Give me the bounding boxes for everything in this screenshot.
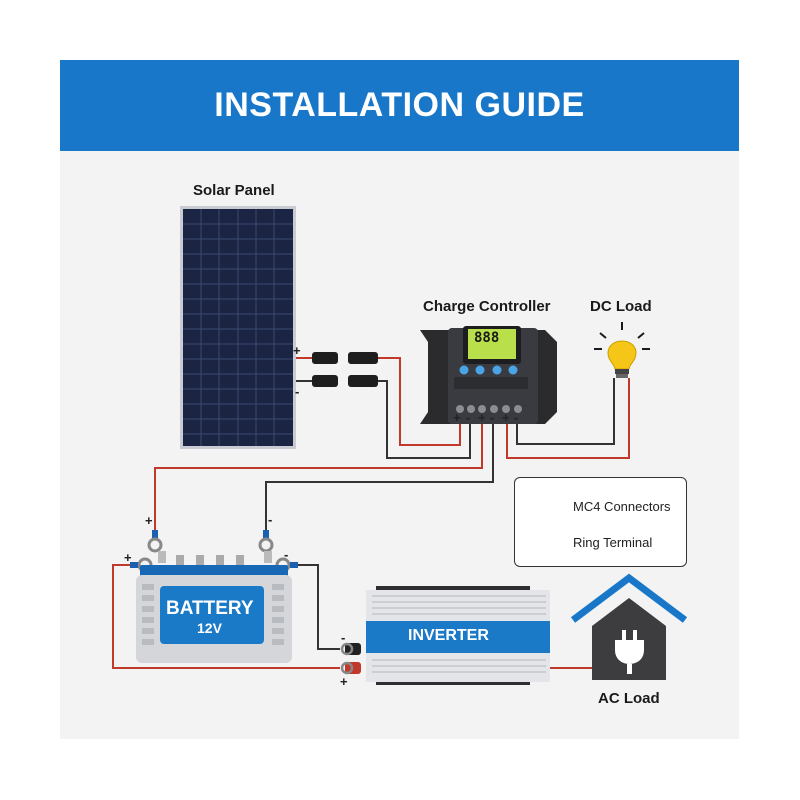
- wire-battery-negative: [265, 420, 494, 535]
- battery-minus-sign: -: [284, 547, 289, 562]
- legend: [514, 477, 687, 567]
- ring-minus-sign: -: [268, 512, 273, 527]
- wire-panel-positive: [385, 357, 461, 446]
- wire-panel-negative: [380, 380, 471, 459]
- wire-inverter-negative: [296, 564, 340, 650]
- controller-bat-minus: -: [490, 410, 495, 425]
- bulb-icon: [594, 322, 650, 378]
- wire-load-positive: [506, 378, 630, 459]
- charge-controller: [420, 326, 557, 424]
- inverter-label: INVERTER: [408, 627, 489, 644]
- house-icon: [570, 573, 688, 680]
- ring-terminal-positive: [147, 530, 163, 553]
- controller-load-plus: +: [502, 410, 510, 425]
- ac-load-label: AC Load: [598, 690, 660, 707]
- panel-minus-sign: -: [295, 384, 300, 399]
- wire-inverter-positive: [112, 564, 340, 669]
- wire-load-negative: [516, 378, 615, 445]
- controller-pv-plus: +: [453, 410, 461, 425]
- inverter: [340, 586, 550, 685]
- wire-battery-positive: [154, 420, 483, 535]
- panel-plus-sign: +: [293, 343, 301, 358]
- battery-plus-sign: +: [124, 550, 132, 565]
- battery: [136, 551, 292, 663]
- ring-terminal-negative: [258, 530, 274, 553]
- battery-label: BATTERY: [166, 598, 254, 619]
- inverter-plus-sign: +: [340, 674, 348, 689]
- controller-pv-minus: -: [466, 410, 471, 425]
- dc-load-label: DC Load: [590, 298, 652, 315]
- solar-panel-label: Solar Panel: [193, 182, 275, 199]
- controller-load-minus: -: [514, 410, 519, 425]
- mc4-connectors-panel: [296, 352, 385, 387]
- solar-panel: [180, 206, 296, 449]
- page-title: INSTALLATION GUIDE: [214, 86, 585, 124]
- battery-voltage: 12V: [197, 620, 222, 636]
- ring-plus-sign: +: [145, 513, 153, 528]
- controller-bat-plus: +: [478, 410, 486, 425]
- legend-ring-label: Ring Terminal: [573, 535, 653, 550]
- inverter-minus-sign: -: [341, 630, 346, 645]
- controller-display: 888: [474, 330, 500, 346]
- legend-mc4-label: MC4 Connectors: [573, 499, 671, 514]
- charge-controller-label: Charge Controller: [423, 298, 551, 315]
- header-banner: INSTALLATION GUIDE: [60, 60, 739, 151]
